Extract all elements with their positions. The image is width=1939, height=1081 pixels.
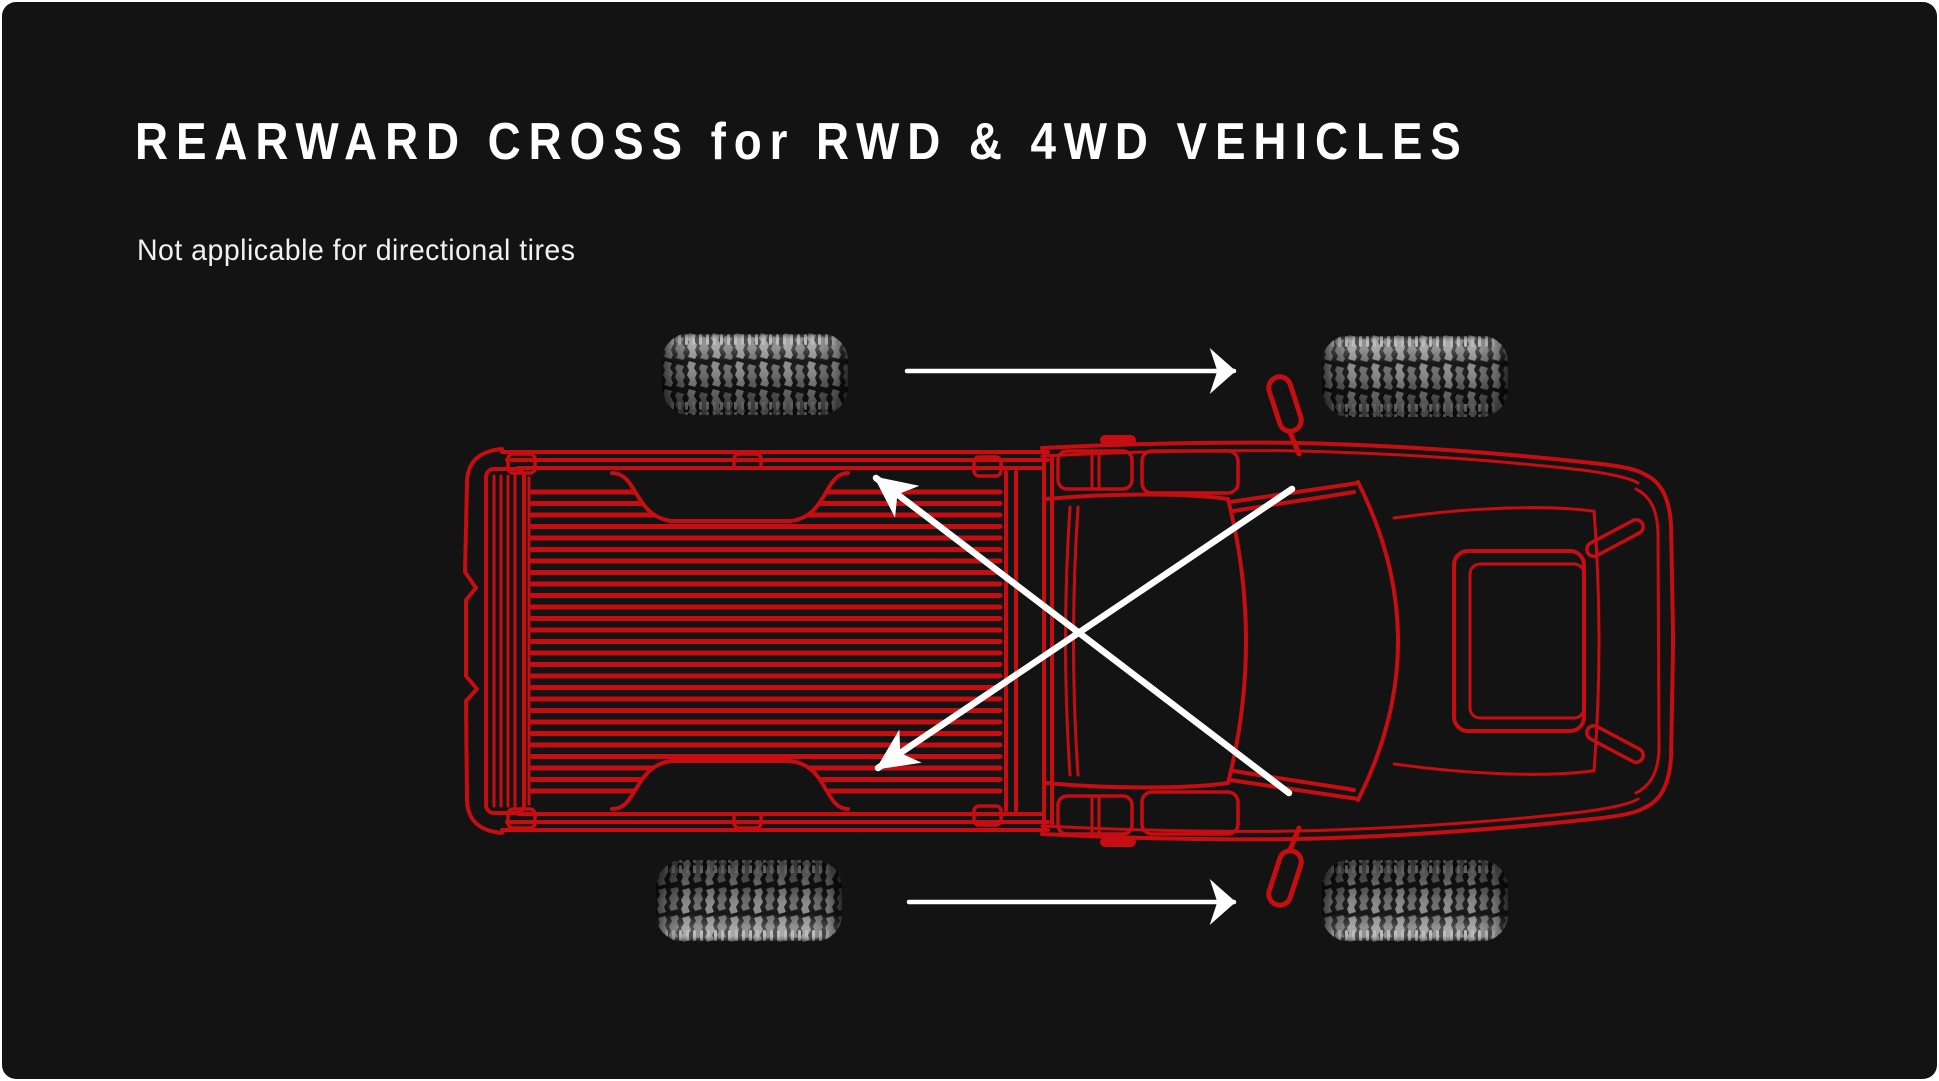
- wheel-well-upper: [610, 471, 850, 523]
- arrow-front-upper-to-rear-lower: [874, 485, 1296, 772]
- bed-floor-ribs: [529, 489, 1003, 794]
- side-mirror-lower: [1266, 825, 1304, 908]
- front-bumper: [1642, 472, 1675, 810]
- arrow-front-lower-to-rear-upper: [872, 474, 1293, 797]
- tire-rear-upper: [662, 333, 848, 415]
- tire-rear-lower: [656, 860, 842, 942]
- truck-cab: [1040, 374, 1646, 908]
- wheel-well-lower: [610, 759, 850, 811]
- headlight-lower: [1585, 723, 1645, 765]
- hood-scoop: [1452, 549, 1586, 733]
- truck-top-view: [463, 374, 1675, 908]
- tailgate: [484, 467, 526, 815]
- tire-front-lower: [1322, 860, 1508, 942]
- rear-bumper: [463, 447, 504, 835]
- rotation-arrows: [872, 348, 1296, 925]
- tire-front-upper: [1322, 335, 1508, 417]
- side-mirror-upper: [1266, 374, 1304, 457]
- page-subtitle: Not applicable for directional tires: [137, 234, 576, 267]
- truck-hood-front: [1356, 472, 1675, 810]
- truck-bed: [463, 447, 1050, 835]
- headlight-upper: [1585, 517, 1645, 559]
- page-title: REARWARD CROSS for RWD & 4WD VEHICLES: [135, 113, 1469, 171]
